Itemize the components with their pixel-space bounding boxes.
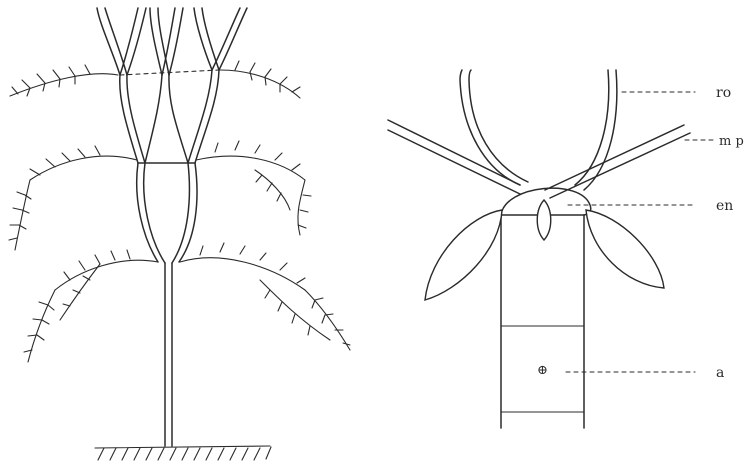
bud — [537, 200, 551, 240]
label-en: en — [716, 198, 733, 214]
plant-diagram — [9, 8, 350, 460]
ground-line — [95, 446, 271, 460]
inner-mark: ⊕ — [537, 363, 548, 378]
label-a: a — [716, 365, 724, 381]
leaf-left — [425, 210, 502, 300]
branch-ro — [460, 70, 617, 190]
middle-branches — [120, 70, 219, 163]
lower-branches — [137, 163, 197, 263]
upper-branches — [97, 8, 247, 75]
leaf-whorls — [9, 61, 350, 362]
axis-segment — [501, 215, 584, 428]
main-stem — [165, 263, 172, 446]
leaf-right — [586, 210, 664, 288]
node-detail-diagram: ⊕ ro m p en a — [388, 70, 744, 428]
label-mp: m p — [719, 134, 744, 149]
callout-lines — [566, 92, 715, 372]
label-ro: ro — [716, 85, 731, 101]
branch-mp — [388, 120, 690, 198]
